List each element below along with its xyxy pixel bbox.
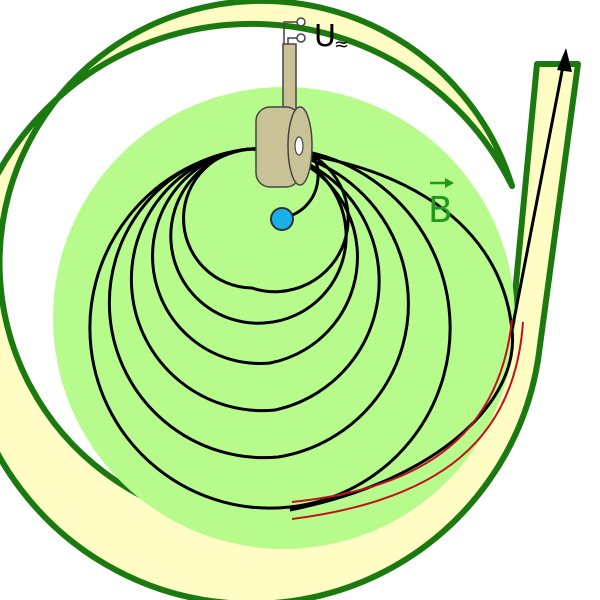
chamber-outer xyxy=(0,0,581,600)
voltage-label: U xyxy=(314,19,336,54)
open-circle-icon xyxy=(296,33,306,43)
voltage-terminals xyxy=(283,17,306,44)
beam-exit-line xyxy=(510,65,565,331)
particle-trajectory xyxy=(88,65,565,512)
dee-electrode xyxy=(255,106,313,188)
deflector-plates xyxy=(291,319,524,520)
trajectory-loop-6 xyxy=(88,146,452,510)
terminal-wire-2 xyxy=(287,37,297,44)
deflector-plate-outer xyxy=(291,321,524,520)
up-arrow-icon xyxy=(557,48,572,72)
deflector-plate-inner xyxy=(291,319,513,503)
field-label: B xyxy=(428,190,453,231)
trajectory-loop-5 xyxy=(107,147,410,460)
right-arrow-icon xyxy=(430,178,454,188)
trajectory-loop-3 xyxy=(151,147,359,365)
terminal-wire-1 xyxy=(283,21,297,44)
voltage-label-sub: ≈ xyxy=(334,34,349,55)
electrode-feed-rod xyxy=(282,43,297,115)
trajectory-loop-1 xyxy=(182,147,350,294)
open-circle-icon xyxy=(296,17,306,27)
ion-source xyxy=(270,207,294,231)
trajectory-loop-4 xyxy=(129,147,381,413)
electrode-slot xyxy=(294,136,304,156)
